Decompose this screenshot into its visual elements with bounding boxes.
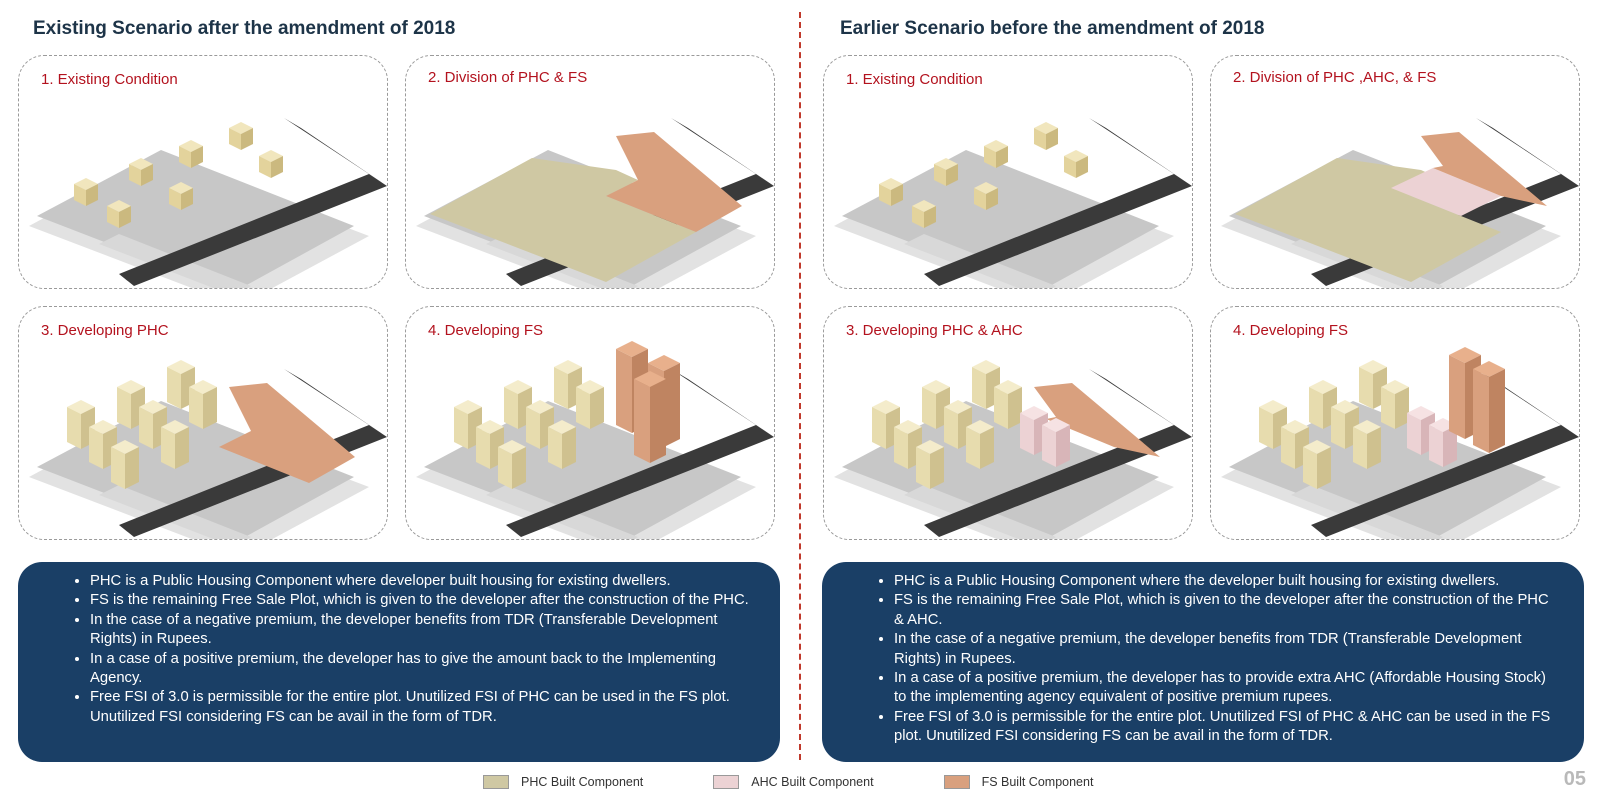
legend-swatch bbox=[943, 775, 970, 789]
panel-right-division: 2. Division of PHC ,AHC, & FS bbox=[1210, 55, 1580, 289]
note-item: PHC is a Public Housing Component where … bbox=[90, 572, 752, 591]
note-item: In the case of a negative premium, the d… bbox=[894, 630, 1556, 669]
right-notes-box: PHC is a Public Housing Component where … bbox=[822, 562, 1584, 762]
note-item: FS is the remaining Free Sale Plot, whic… bbox=[90, 591, 752, 610]
note-item: In the case of a negative premium, the d… bbox=[90, 611, 752, 650]
note-item: In a case of a positive premium, the dev… bbox=[894, 669, 1556, 708]
left-scenario-title: Existing Scenario after the amendment of… bbox=[33, 18, 456, 39]
developing-fs-illustration bbox=[1221, 347, 1579, 539]
existing-condition-illustration bbox=[834, 118, 1192, 288]
right-scenario-title: Earlier Scenario before the amendment of… bbox=[840, 18, 1265, 39]
legend: PHC Built Component AHC Built Component … bbox=[483, 775, 1163, 789]
panel-label: 1. Existing Condition bbox=[41, 71, 178, 88]
panel-right-developing-fs: 4. Developing FS bbox=[1210, 306, 1580, 540]
page-number: 05 bbox=[1563, 768, 1586, 790]
panel-left-developing-phc: 3. Developing PHC bbox=[18, 306, 388, 540]
legend-label: PHC Built Component bbox=[521, 775, 644, 789]
note-item: In a case of a positive premium, the dev… bbox=[90, 650, 752, 689]
legend-swatch bbox=[713, 775, 740, 789]
developing-fs-illustration bbox=[416, 341, 774, 539]
legend-item-fs: FS Built Component bbox=[943, 775, 1094, 789]
panel-label: 1. Existing Condition bbox=[846, 71, 983, 88]
panel-left-developing-fs: 4. Developing FS bbox=[405, 306, 775, 540]
note-item: PHC is a Public Housing Component where … bbox=[894, 572, 1556, 591]
panel-left-existing-condition: 1. Existing Condition bbox=[18, 55, 388, 289]
panel-label: 4. Developing FS bbox=[1233, 322, 1349, 339]
division-illustration bbox=[1221, 118, 1579, 288]
division-illustration bbox=[416, 118, 774, 288]
legend-label: AHC Built Component bbox=[751, 775, 874, 789]
developing-phc-ahc-illustration bbox=[834, 360, 1192, 539]
note-item: Free FSI of 3.0 is permissible for the e… bbox=[90, 688, 752, 727]
panel-right-developing-phc-ahc: 3. Developing PHC & AHC bbox=[823, 306, 1193, 540]
panel-label: 3. Developing PHC bbox=[41, 322, 169, 339]
panel-label: 3. Developing PHC & AHC bbox=[846, 322, 1023, 339]
panel-label: 2. Division of PHC ,AHC, & FS bbox=[1233, 69, 1437, 86]
panel-right-existing-condition: 1. Existing Condition bbox=[823, 55, 1193, 289]
legend-item-ahc: AHC Built Component bbox=[713, 775, 874, 789]
legend-item-phc: PHC Built Component bbox=[483, 775, 643, 789]
center-divider bbox=[799, 12, 801, 760]
note-item: Free FSI of 3.0 is permissible for the e… bbox=[894, 708, 1556, 747]
panel-label: 2. Division of PHC & FS bbox=[428, 69, 588, 86]
legend-swatch bbox=[483, 775, 509, 789]
panel-left-division: 2. Division of PHC & FS bbox=[405, 55, 775, 289]
developing-phc-illustration bbox=[29, 360, 387, 539]
panel-label: 4. Developing FS bbox=[428, 322, 544, 339]
left-notes-box: PHC is a Public Housing Component where … bbox=[18, 562, 780, 762]
legend-label: FS Built Component bbox=[981, 775, 1094, 789]
existing-condition-illustration bbox=[29, 118, 387, 288]
note-item: FS is the remaining Free Sale Plot, whic… bbox=[894, 591, 1556, 630]
